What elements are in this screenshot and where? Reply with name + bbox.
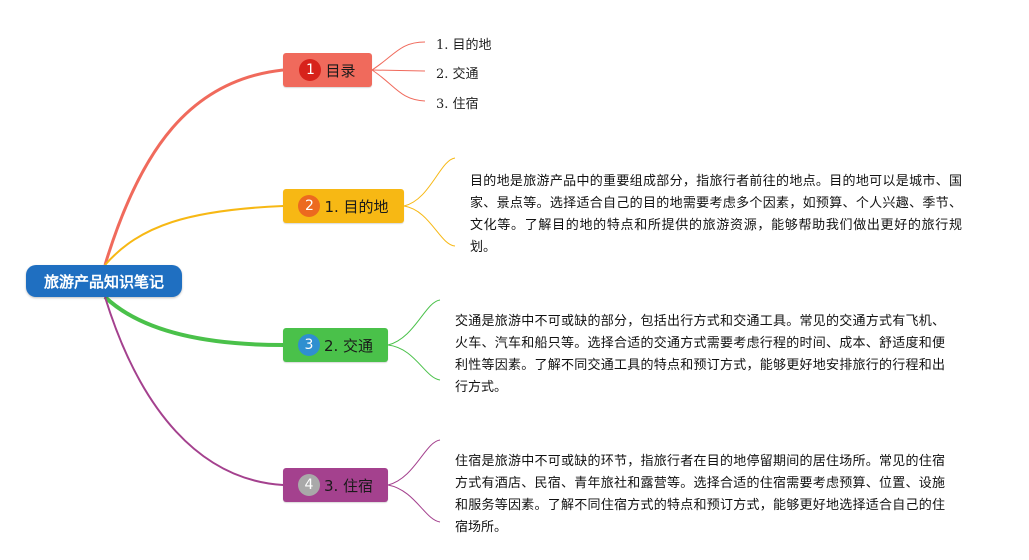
branch-label: 目录 (325, 61, 356, 80)
connector-transport-text (387, 299, 441, 381)
connector-root-transport (103, 295, 284, 347)
connector-toc-child-2 (371, 69, 426, 72)
transport-description: 交通是旅游中不可或缺的部分，包括出行方式和交通工具。常见的交通方式有飞机、火车、… (455, 314, 945, 395)
connector-lodging-text (387, 439, 441, 523)
connector-toc-child-1 (371, 41, 426, 71)
branch-node-toc[interactable]: 1 目录 (283, 53, 372, 87)
toc-item-lodging[interactable]: 3. 住宿 (436, 97, 479, 112)
toc-item-transport[interactable]: 2. 交通 (436, 67, 479, 82)
number-badge-icon: 3 (297, 334, 320, 356)
branch-node-lodging[interactable]: 4 3. 住宿 (283, 468, 388, 502)
number-badge-icon: 1 (299, 59, 322, 81)
branch-label: 2. 交通 (323, 336, 374, 355)
branch-node-destination[interactable]: 2 1. 目的地 (283, 189, 404, 223)
connector-toc-child-3 (371, 69, 426, 102)
branch-label: 3. 住宿 (323, 476, 374, 495)
toc-item-destination[interactable]: 1. 目的地 (436, 38, 492, 53)
number-badge-icon: 4 (297, 474, 320, 496)
connector-root-destination (104, 205, 284, 266)
connector-destination-text (403, 157, 456, 247)
lodging-description: 住宿是旅游中不可或缺的环节，指旅行者在目的地停留期间的居住场所。常见的住宿方式有… (455, 454, 945, 535)
branch-label: 1. 目的地 (324, 197, 389, 216)
destination-description: 目的地是旅游产品中的重要组成部分，指旅行者前往的地点。目的地可以是城市、国家、景… (470, 174, 962, 255)
root-node[interactable]: 旅游产品知识笔记 (26, 265, 182, 297)
number-badge-icon: 2 (298, 195, 321, 217)
branch-node-transport[interactable]: 3 2. 交通 (283, 328, 388, 362)
connector-root-lodging (104, 296, 284, 486)
connector-root-toc (103, 68, 284, 266)
root-label: 旅游产品知识笔记 (43, 272, 164, 291)
